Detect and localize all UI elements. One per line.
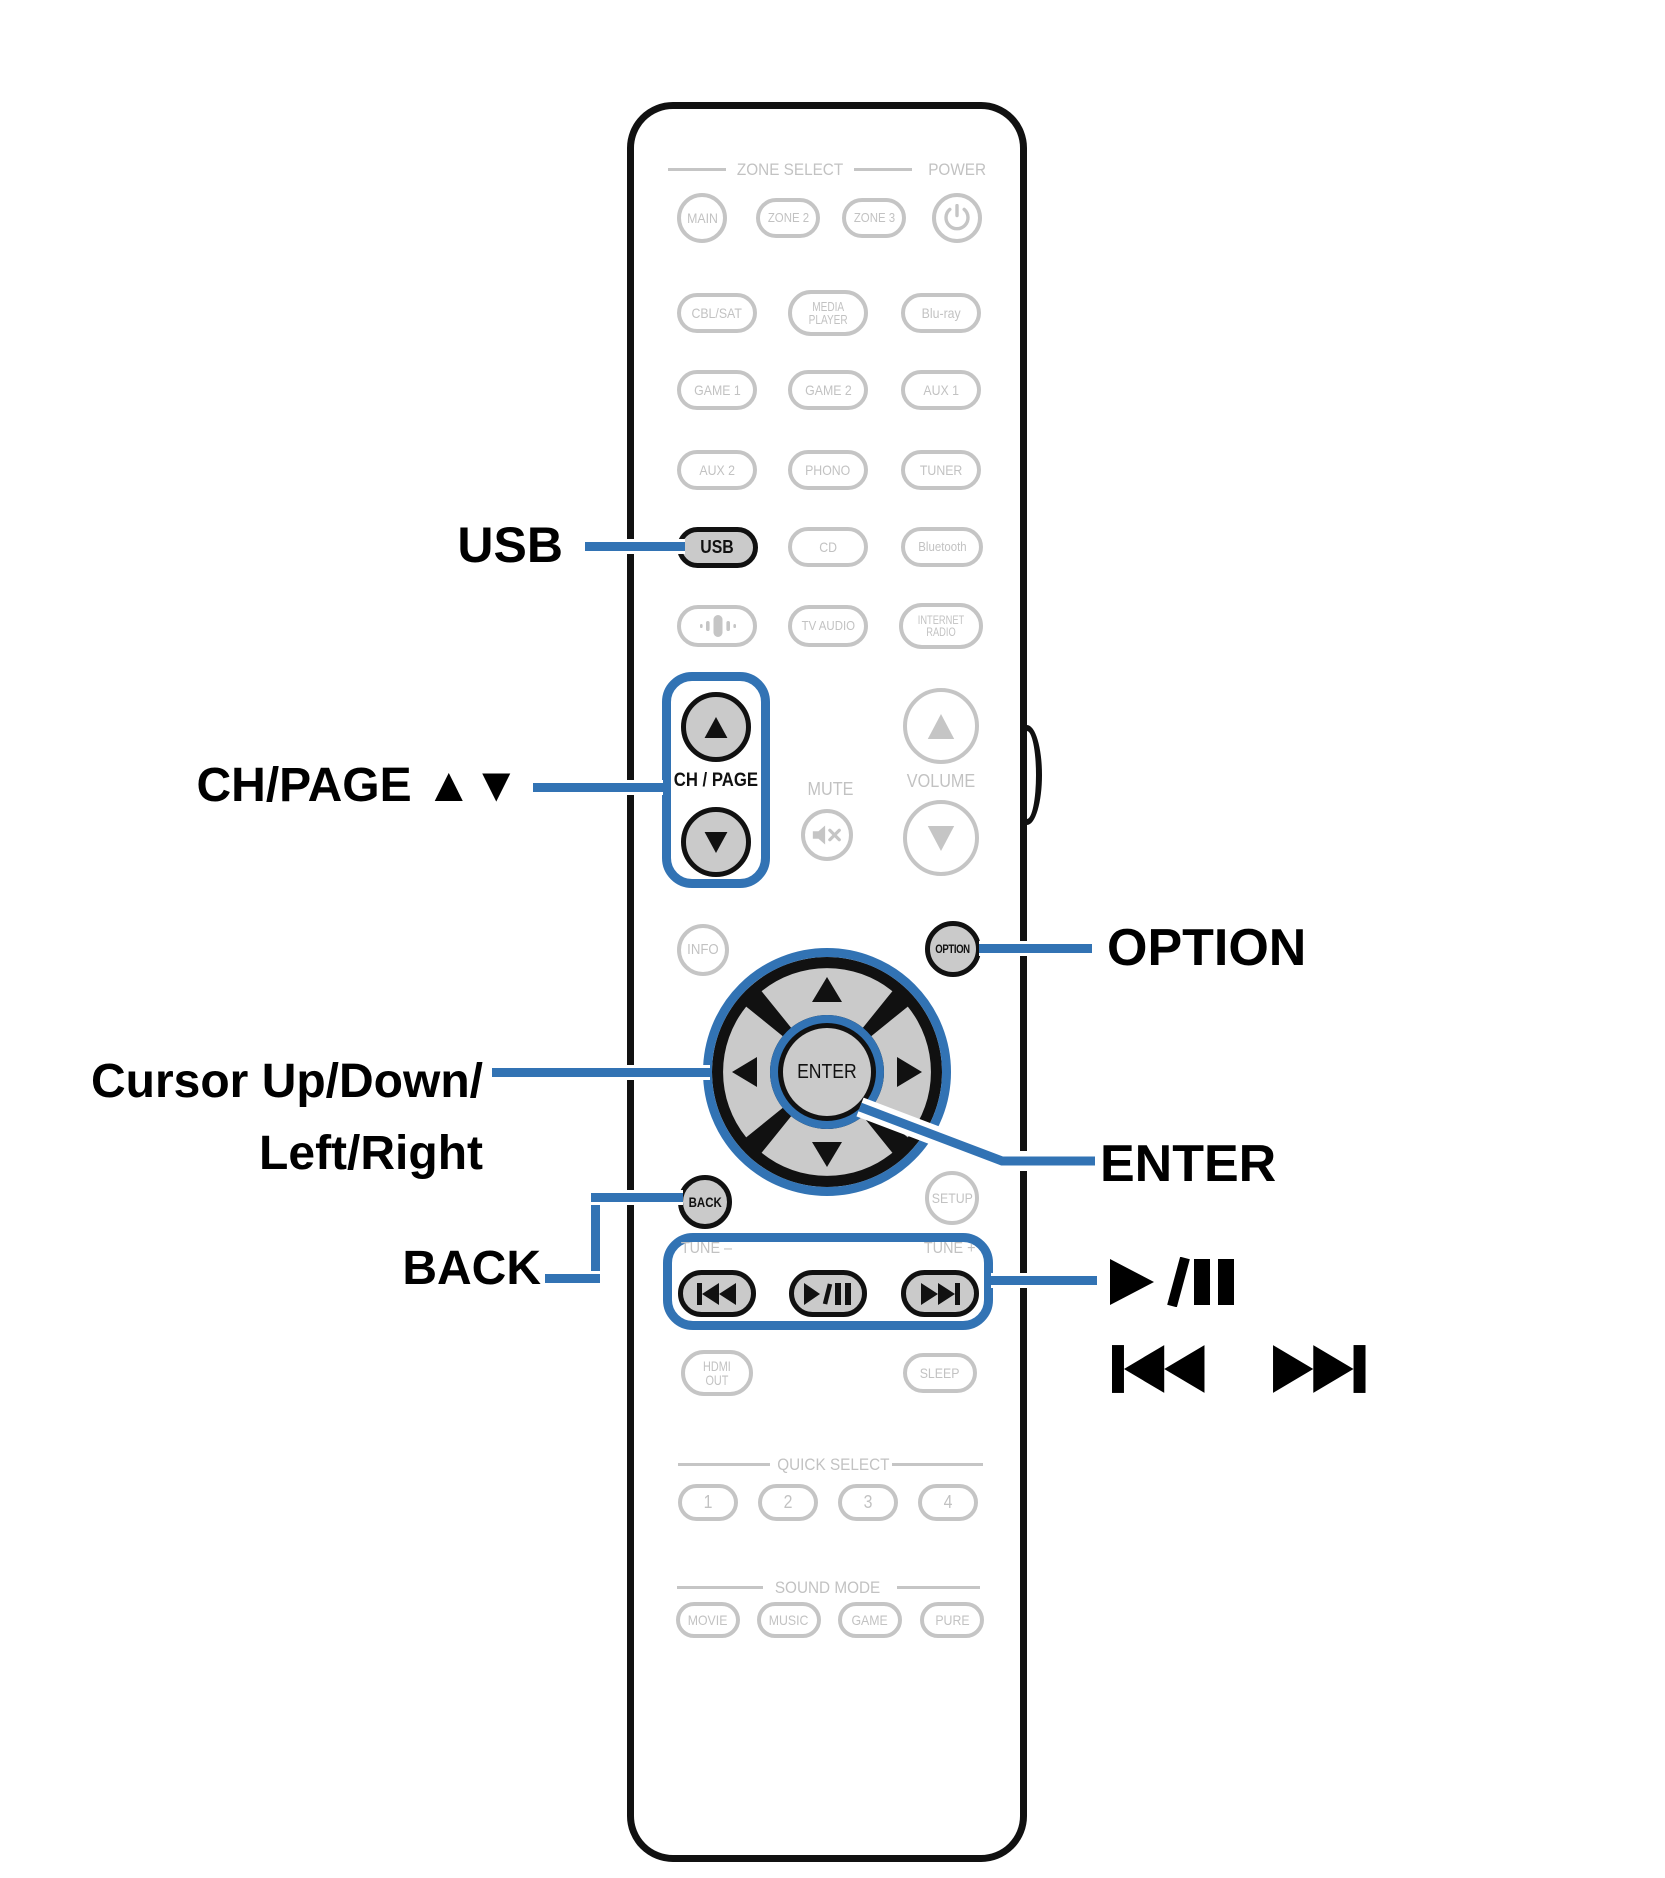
mute-icon (812, 825, 841, 845)
up-triangle-icon (704, 716, 728, 738)
zone-select-header: ZONE SELECT (736, 160, 844, 179)
quick-select-2-button[interactable]: 2 (758, 1484, 818, 1521)
back-button[interactable]: BACK (678, 1175, 732, 1229)
callout-option-label: OPTION (1107, 919, 1307, 977)
callout-line-enter (856, 1097, 1095, 1171)
sound-mode-music-button[interactable]: MUSIC (757, 1602, 821, 1638)
ch-page-up-button[interactable] (681, 692, 751, 762)
skip-forward-icon (921, 1282, 960, 1305)
skip-back-button[interactable] (678, 1270, 756, 1317)
volume-down-triangle-icon (927, 825, 955, 851)
power-icon (944, 204, 970, 231)
sound-mode-game-button[interactable]: GAME (838, 1602, 902, 1638)
volume-up-triangle-icon (927, 713, 955, 739)
callout-line-back-top (591, 1190, 683, 1205)
callout-line-option (979, 941, 1092, 956)
tune-minus-header: TUNE – (680, 1240, 733, 1257)
zone-select-dash-right (854, 168, 912, 171)
enter-highlight-ring (770, 1015, 884, 1129)
volume-down-button[interactable] (903, 800, 979, 876)
sound-mode-dash-left (677, 1586, 763, 1589)
sleep-button[interactable]: SLEEP (903, 1353, 977, 1393)
usb-button[interactable]: USB (677, 527, 758, 568)
callout-line-back-vertical (588, 1190, 603, 1286)
quick-select-3-button[interactable]: 3 (838, 1484, 898, 1521)
cursor-left-arrow-icon (732, 1057, 757, 1087)
quick-select-dash-right (892, 1463, 983, 1466)
play-pause-symbol-icon (1110, 1257, 1234, 1307)
callout-back-label: BACK (402, 1242, 541, 1295)
callout-line-play-pause (991, 1273, 1097, 1288)
callout-line-ch-page (533, 780, 663, 795)
zone2-button[interactable]: ZONE 2 (756, 198, 820, 238)
cursor-pad (703, 948, 951, 1196)
ch-page-down-button[interactable] (681, 807, 751, 877)
callout-line-cursor (492, 1065, 710, 1080)
cd-button[interactable]: CD (788, 527, 868, 567)
play-pause-icon (804, 1282, 851, 1305)
setup-button[interactable]: SETUP (925, 1171, 979, 1225)
skip-back-icon (697, 1282, 736, 1305)
quick-select-1-button[interactable]: 1 (678, 1484, 738, 1521)
play-pause-button[interactable] (789, 1270, 867, 1317)
quick-select-dash-left (678, 1463, 770, 1466)
tune-plus-header: TUNE + (923, 1240, 976, 1257)
callout-ch-page-label: CH/PAGE ▲▼ (196, 759, 520, 812)
phono-button[interactable]: PHONO (788, 450, 868, 490)
callout-usb-label: USB (457, 517, 563, 573)
option-button[interactable]: OPTION (925, 921, 981, 977)
eco-icon (700, 615, 736, 637)
power-header: POWER (928, 160, 986, 179)
main-zone-button[interactable]: MAIN (677, 193, 727, 243)
cursor-up-arrow-icon (812, 977, 842, 1002)
sound-mode-header: SOUND MODE (775, 1578, 881, 1597)
sound-mode-movie-button[interactable]: MOVIE (676, 1602, 740, 1638)
bluray-button[interactable]: Blu-ray (901, 293, 981, 333)
enter-button-label: ENTER (797, 1061, 857, 1083)
eco-button[interactable] (677, 605, 757, 647)
volume-up-button[interactable] (903, 688, 979, 764)
skip-forward-button[interactable] (901, 1270, 979, 1317)
down-triangle-icon (704, 831, 728, 853)
tuner-button[interactable]: TUNER (901, 450, 981, 490)
transport-highlight-box (663, 1233, 993, 1330)
game2-button[interactable]: GAME 2 (788, 370, 868, 410)
sound-mode-pure-button[interactable]: PURE (920, 1602, 984, 1638)
power-button[interactable] (932, 193, 982, 243)
volume-header: VOLUME (906, 771, 976, 791)
quick-select-4-button[interactable]: 4 (918, 1484, 978, 1521)
game1-button[interactable]: GAME 1 (677, 370, 757, 410)
aux2-button[interactable]: AUX 2 (677, 450, 757, 490)
cbl-sat-button[interactable]: CBL/SAT (677, 293, 757, 333)
skip-back-forward-symbol-icon (1112, 1345, 1366, 1393)
ch-page-highlight-box (662, 672, 770, 888)
quick-select-header: QUICK SELECT (777, 1455, 890, 1474)
callout-line-back-bottom (545, 1271, 600, 1286)
zone-select-dash-left (668, 168, 726, 171)
zone3-button[interactable]: ZONE 3 (842, 198, 906, 238)
cursor-down-arrow-icon (812, 1142, 842, 1167)
callout-enter-label: ENTER (1100, 1135, 1277, 1193)
aux1-button[interactable]: AUX 1 (901, 370, 981, 410)
tv-audio-button[interactable]: TV AUDIO (788, 605, 868, 647)
callout-line-usb (585, 539, 685, 554)
ch-page-label: CH / PAGE (673, 770, 759, 791)
callout-cursor-label: Cursor Up/Down/ Left/Right (91, 1055, 483, 1180)
info-button[interactable]: INFO (677, 924, 729, 976)
enter-button[interactable] (779, 1024, 875, 1120)
mute-header: MUTE (807, 779, 853, 799)
mute-button[interactable] (801, 809, 853, 861)
bluetooth-button[interactable]: Bluetooth (901, 527, 983, 567)
cursor-right-arrow-icon (897, 1057, 922, 1087)
sound-mode-dash-right (897, 1586, 980, 1589)
